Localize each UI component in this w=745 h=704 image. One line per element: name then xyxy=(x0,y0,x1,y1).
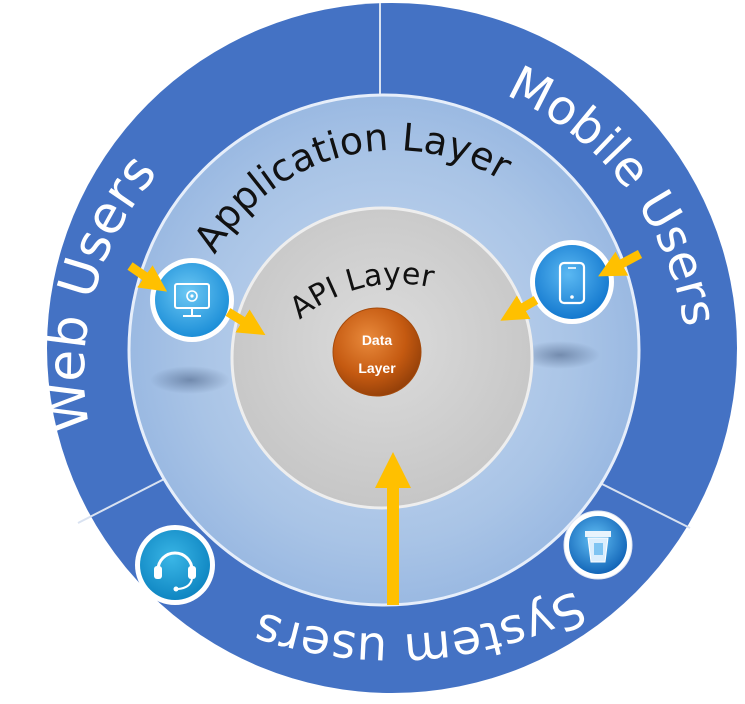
data-layer-label-line1: Data xyxy=(362,332,393,348)
arrow-mobile-to-icon xyxy=(598,250,643,277)
smartphone-icon xyxy=(530,240,614,324)
monitor-gear-icon xyxy=(150,258,234,342)
data-layer-circle xyxy=(332,307,422,397)
headset-icon xyxy=(135,525,215,605)
ring-divider-right xyxy=(599,482,691,529)
arrow-web-to-icon xyxy=(127,262,168,292)
shadow-right xyxy=(520,341,600,369)
arrow-web-icon-to-api xyxy=(225,308,266,336)
shadow-left xyxy=(150,366,230,394)
ring-divider-left xyxy=(77,474,173,524)
data-layer-label-line2: Layer xyxy=(358,360,396,376)
arrow-mobile-icon-to-api xyxy=(500,295,539,321)
trash-can-icon xyxy=(563,510,633,580)
